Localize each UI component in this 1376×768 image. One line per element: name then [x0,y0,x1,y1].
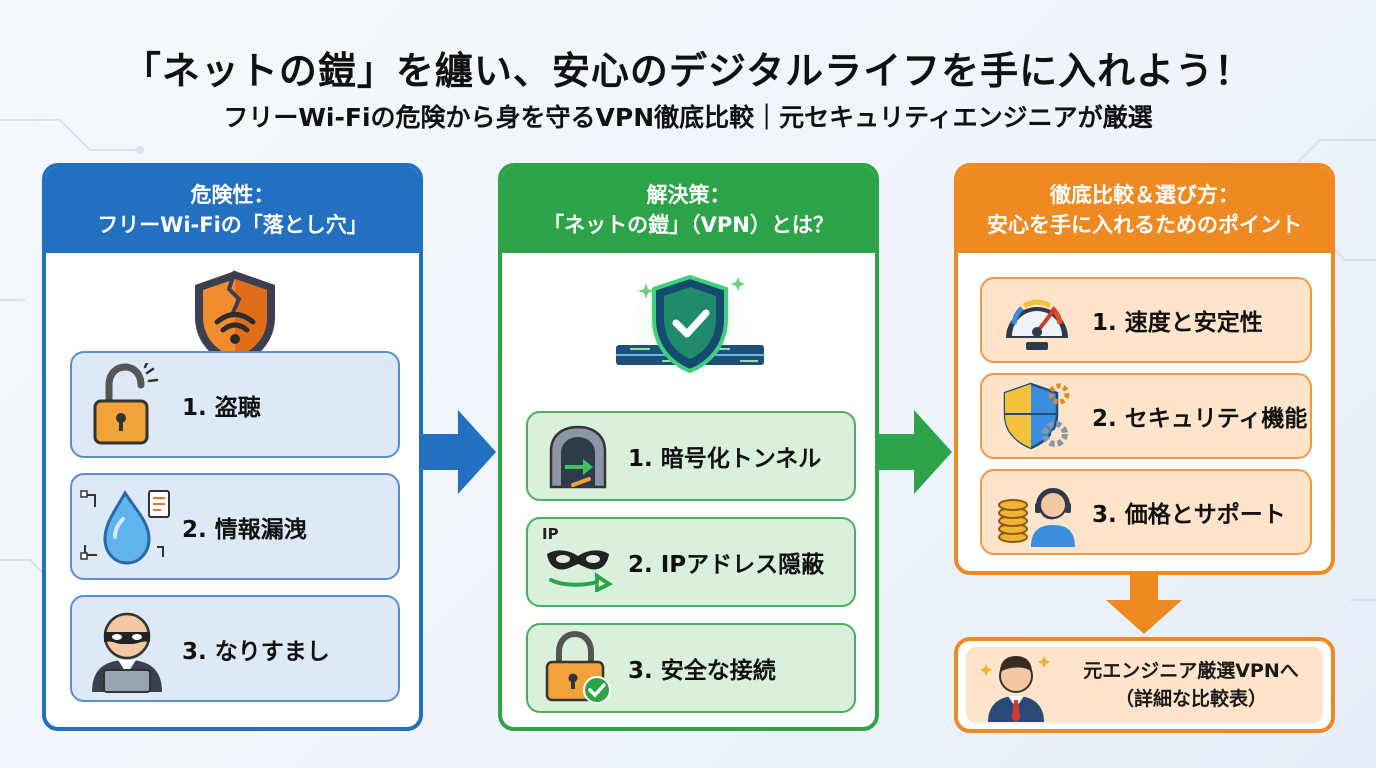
masked-hacker-icon [72,597,182,700]
solution-item-secure-connection-label: 3. 安全な接続 [628,658,776,684]
panel-solution-heading-line2: 「ネットの鎧」（VPN）とは？ [543,213,834,237]
arrow-right-blue-icon [420,410,496,494]
speedometer-icon [982,279,1092,361]
final-cta-inner: 元エンジニア厳選VPNへ （詳細な比較表） [966,647,1323,723]
danger-item-eavesdrop: 1. 盗聴 [70,351,400,458]
comparison-item-price-support: 3. 価格とサポート [980,469,1312,555]
shield-gear-icon [982,375,1092,457]
page-title: 「ネットの鎧」を纏い、安心のデジタルライフを手に入れよう！ [122,49,1254,93]
panel-comparison-heading: 徹底比較＆選び方： 安心を手に入れるためのポイント [958,167,1331,253]
mask-icon: IP [528,519,628,605]
engineer-icon [966,648,1066,722]
danger-item-data-leak-label: 2. 情報漏洩 [182,516,307,543]
panel-solution-heading-line1: 解決策： [646,183,731,207]
panel-comparison-heading-line1: 徹底比較＆選び方： [1050,183,1239,207]
panel-solution-heading: 解決策： 「ネットの鎧」（VPN）とは？ [502,167,875,253]
panel-comparison: 徹底比較＆選び方： 安心を手に入れるためのポイント 1. 速度と安定性 [954,163,1335,575]
broken-shield-wifi-icon [195,270,275,367]
danger-item-impersonation-label: 3. なりすまし [182,638,330,665]
comparison-item-security: 2. セキュリティ機能 [980,373,1312,459]
ip-badge: IP [542,525,559,543]
solution-item-encrypted-tunnel-label: 1. 暗号化トンネル [628,446,822,472]
danger-item-eavesdrop-label: 1. 盗聴 [182,394,261,421]
danger-item-impersonation: 3. なりすまし [70,595,400,702]
comparison-item-price-support-label: 3. 価格とサポート [1092,502,1286,528]
panel-danger-heading: 危険性： フリーWi-Fiの「落とし穴」 [46,167,419,253]
arrow-right-green-icon [876,410,952,494]
open-padlock-icon [72,353,182,456]
tunnel-icon [528,413,628,499]
solution-item-secure-connection: 3. 安全な接続 [526,623,856,713]
comparison-item-speed: 1. 速度と安定性 [980,277,1312,363]
solution-item-ip-hiding-label: 2. IPアドレス隠蔽 [628,552,825,578]
final-cta-line1: 元エンジニア厳選VPNへ [1083,660,1299,682]
danger-item-data-leak: 2. 情報漏洩 [70,473,400,580]
solution-item-ip-hiding: IP 2. IPアドレス隠蔽 [526,517,856,607]
panel-solution: 解決策： 「ネットの鎧」（VPN）とは？ 1. 暗号化トンネル [498,163,879,731]
glowing-shield-check-icon [616,269,764,381]
comparison-item-speed-label: 1. 速度と安定性 [1092,310,1263,336]
panel-danger-heading-line2: フリーWi-Fiの「落とし穴」 [97,213,368,237]
panel-danger: 危険性： フリーWi-Fiの「落とし穴」 1. 盗聴 [42,163,423,731]
coins-support-icon [982,471,1092,553]
panel-comparison-heading-line2: 安心を手に入れるためのポイント [987,213,1302,237]
solution-item-encrypted-tunnel: 1. 暗号化トンネル [526,411,856,501]
comparison-item-security-label: 2. セキュリティ機能 [1092,406,1308,432]
water-drop-leak-icon [72,475,182,578]
final-cta-label: 元エンジニア厳選VPNへ （詳細な比較表） [1066,657,1316,713]
secure-padlock-icon [528,625,628,711]
page-subtitle: フリーWi-Fiの危険から身を守るVPN徹底比較｜元セキュリティエンジニアが厳選 [223,103,1153,132]
arrow-down-orange-icon [1106,574,1182,634]
final-cta-line2: （詳細な比較表） [1114,688,1267,710]
final-cta-box[interactable]: 元エンジニア厳選VPNへ （詳細な比較表） [954,637,1335,733]
panel-danger-heading-line1: 危険性： [190,183,275,207]
